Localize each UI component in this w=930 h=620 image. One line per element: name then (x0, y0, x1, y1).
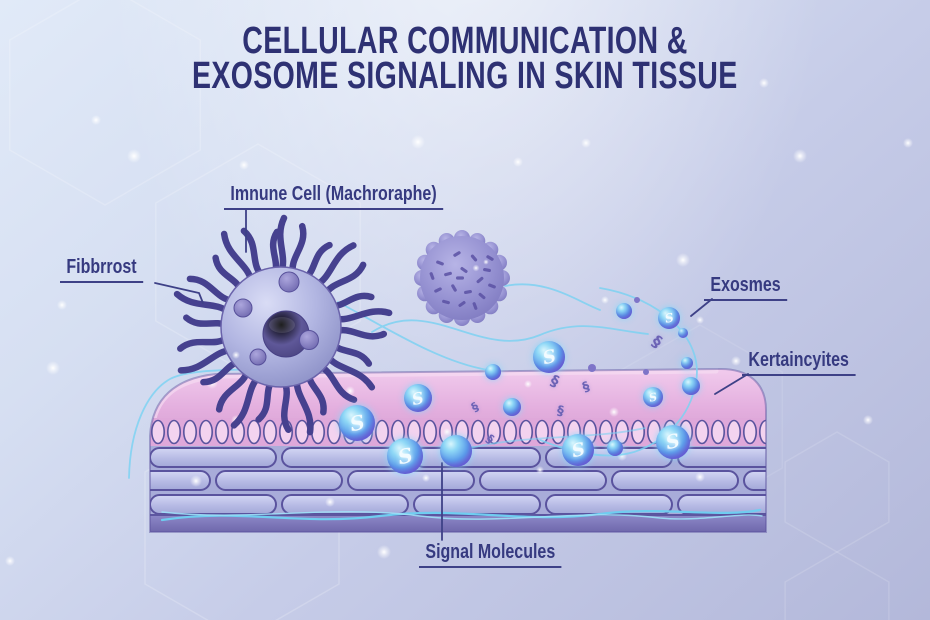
exosome-vesicle (503, 398, 521, 416)
page-title: CELLULAR COMMUNICATION & EXOSOME SIGNALI… (0, 20, 930, 97)
label-signal-molecules: Signal Molecules (419, 541, 562, 568)
label-fibroblast: Fibbrrost (60, 256, 144, 283)
title-line-2: EXOSOME SIGNALING IN SKIN TISSUE (192, 55, 738, 97)
label-immune-cell: Imnune Cell (Machroraphe) (224, 183, 444, 210)
label-keratinocytes: Kertaincyites (742, 349, 856, 376)
title-line-1: CELLULAR COMMUNICATION & (242, 20, 688, 62)
exosome-vesicle (607, 440, 623, 456)
fibroblast-pointer-line (154, 282, 204, 304)
macrophage-vesicles (233, 271, 319, 366)
glow-particles-front (422, 296, 741, 482)
exosome-vesicle (616, 303, 632, 319)
textured-immune-cell (414, 230, 510, 326)
signal-waves (160, 508, 763, 522)
label-pointer-lines (154, 208, 749, 541)
exosome-vesicle: S (656, 425, 690, 459)
exosome-vesicle: S (643, 387, 663, 407)
exosome-vesicle: S (658, 307, 680, 329)
exosome-vesicle: S (533, 341, 565, 373)
exosome-vesicle (485, 364, 501, 380)
exosome-vesicle: S (562, 434, 594, 466)
exosome-vesicle: S (404, 384, 432, 412)
exosomes-pointer-line (690, 298, 713, 317)
exosome-vesicle: S (387, 438, 423, 474)
label-exosomes: Exosmes (704, 274, 788, 301)
exosome-vesicle (678, 328, 688, 338)
exosome-vesicle (681, 357, 693, 369)
keratinocytes-pointer-line (714, 373, 749, 395)
glow-particles-back (5, 78, 913, 566)
exosome-vesicle (682, 377, 700, 395)
macrophage-cell (176, 218, 389, 432)
exosome-vesicle (440, 435, 472, 467)
exosome-vesicle: S (339, 405, 375, 441)
basal-band (150, 515, 766, 532)
signal-beads (588, 297, 649, 375)
